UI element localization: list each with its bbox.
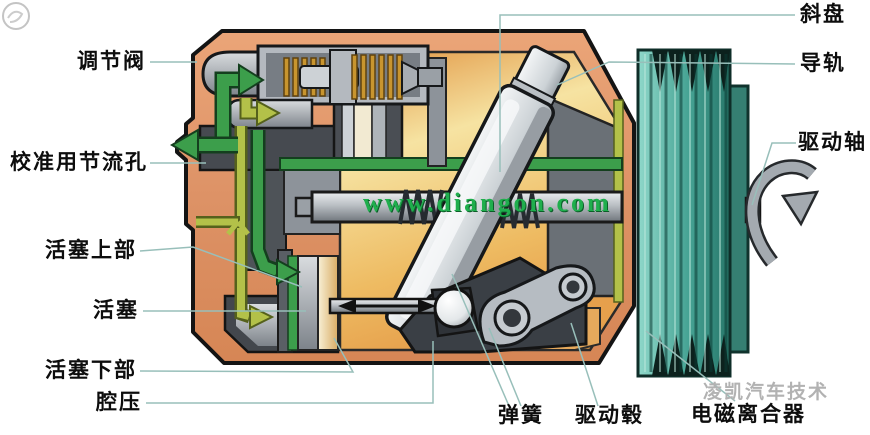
bleed-arrow bbox=[256, 99, 282, 127]
leader-piston-upper bbox=[139, 246, 303, 288]
leader-clutch bbox=[645, 330, 736, 402]
label-chamber-pressure: 腔压 bbox=[96, 391, 142, 414]
stroke-arrow-left bbox=[338, 299, 356, 313]
leader-drive-hub bbox=[570, 322, 599, 407]
discharge-passage bbox=[217, 74, 239, 148]
stroke-arrow-right bbox=[418, 299, 436, 313]
label-control-valve: 调节阀 bbox=[77, 50, 146, 73]
label-piston-lower: 活塞下部 bbox=[45, 359, 137, 382]
label-swash-plate: 斜盘 bbox=[800, 3, 846, 26]
piston-upper-assembly bbox=[332, 92, 404, 170]
label-spring: 弹簧 bbox=[498, 404, 544, 427]
label-electromagnetic-clutch: 电磁离合器 bbox=[691, 403, 806, 426]
piston-rod-ball-joint bbox=[328, 286, 480, 338]
suction-passage bbox=[253, 130, 279, 276]
leader-spring-2 bbox=[488, 327, 522, 407]
leader-spring-1 bbox=[451, 273, 510, 407]
leader-chamber-pressure bbox=[146, 341, 434, 404]
label-piston: 活塞 bbox=[93, 299, 139, 322]
control-pressure-line bbox=[237, 126, 250, 320]
pulley-rib-highlights bbox=[644, 54, 721, 372]
label-piston-upper: 活塞上部 bbox=[45, 239, 137, 262]
pulley-body bbox=[636, 48, 732, 378]
discharge-gallery bbox=[279, 157, 623, 171]
leader-lines bbox=[139, 14, 796, 407]
label-drive-hub: 驱动毂 bbox=[575, 404, 644, 427]
ball-joint bbox=[433, 287, 475, 329]
refrigerant-flow bbox=[169, 63, 302, 330]
leader-swash-plate bbox=[499, 14, 795, 172]
leader-drive-shaft bbox=[751, 142, 796, 206]
suction-port-arrow bbox=[169, 128, 199, 162]
rotation-arrow bbox=[744, 159, 820, 267]
pulley-rib-shading bbox=[649, 54, 728, 372]
label-drive-shaft: 驱动轴 bbox=[798, 131, 867, 154]
brand-logo-icon bbox=[2, 2, 30, 30]
watermark-site-url: www.diangon.com bbox=[363, 188, 612, 217]
leader-guide-rail bbox=[556, 61, 796, 86]
clutch-pulley bbox=[636, 48, 762, 378]
leader-piston-lower bbox=[139, 337, 355, 373]
label-guide-rail: 导轨 bbox=[800, 52, 846, 75]
label-calibration-orifice: 校准用节流孔 bbox=[10, 151, 148, 174]
watermark-brand-name: 凌凯汽车技术 bbox=[703, 382, 830, 403]
drive-hub-lever bbox=[478, 264, 596, 348]
